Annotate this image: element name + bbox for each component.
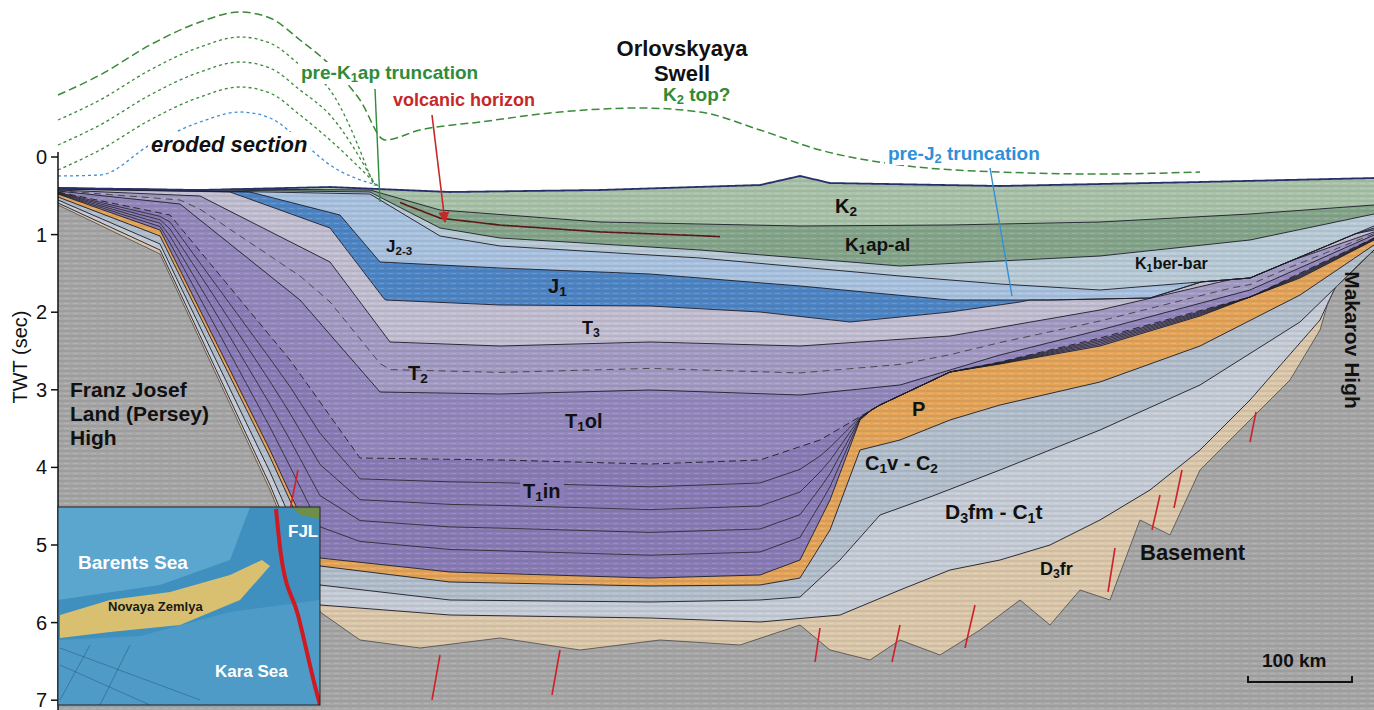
unit-label: P [912, 398, 925, 421]
inset-map [58, 507, 320, 705]
map-sea [58, 507, 320, 705]
horizon-line [58, 191, 1374, 395]
axis-number: 6 [36, 611, 47, 634]
horizon-line [58, 192, 1374, 464]
eroded-horizon [58, 87, 378, 186]
fault-line [892, 625, 900, 662]
feature-name: Orlovskyaya Swell [592, 36, 772, 87]
annotation: pre-J2 truncation [885, 143, 1043, 165]
fault-line [432, 655, 440, 700]
annotation: eroded section [148, 132, 310, 157]
scale-label: 100 km [1262, 650, 1326, 672]
feature-name: Franz Josef Land (Persey) High [70, 378, 215, 450]
fault-line [815, 628, 820, 662]
survey-line [100, 645, 130, 705]
axis-number: 4 [36, 456, 47, 479]
unit-label: J2-3 [386, 237, 412, 257]
eroded-horizon [58, 37, 374, 186]
horizon-line [58, 188, 1374, 290]
map-label: Kara Sea [215, 662, 288, 682]
axis-title: TWT (sec) [9, 311, 32, 404]
axis-tick [51, 467, 58, 469]
unit-label: T2 [408, 362, 428, 385]
reflector-line [58, 193, 1374, 532]
axis-number: 5 [36, 534, 47, 557]
seismic-texture [58, 176, 1374, 710]
horizon-line [58, 191, 1374, 373]
fault-line [1108, 548, 1115, 592]
axis-number: 1 [36, 223, 47, 246]
unit-label: C1v - C2 [865, 452, 938, 475]
axis-tick [51, 544, 58, 546]
axis-number: 0 [36, 146, 47, 169]
annotation: K2 top? [660, 84, 733, 106]
fault-line [1174, 470, 1182, 508]
leader-line [990, 168, 1012, 296]
map-land [292, 507, 320, 519]
map-label: FJL [288, 522, 318, 542]
eroded-horizon [58, 12, 1200, 174]
basement-fill [58, 176, 1374, 710]
map-label: Barents Sea [78, 552, 188, 574]
unit-label: D3fr [1040, 559, 1073, 580]
survey-line [60, 645, 90, 700]
axis-tick [51, 389, 58, 391]
scale-bar [1248, 676, 1352, 682]
fault-line [1152, 495, 1160, 530]
reflector-line [58, 193, 1374, 510]
fault-line [965, 605, 975, 648]
horizon-line [58, 188, 1374, 266]
map-frame [58, 507, 320, 705]
leader-line [375, 89, 380, 202]
unit-label: K1ber-bar [1135, 255, 1208, 273]
map-label: Novaya Zemlya [108, 600, 203, 615]
axis-tick [51, 234, 58, 236]
unit-label: K2 [835, 195, 857, 218]
unit-label: K1ap-al [845, 234, 910, 256]
seabed-line [58, 176, 1374, 192]
unit-label: Basement [1140, 540, 1245, 565]
unit-label: J1 [548, 275, 567, 298]
fault-line [552, 650, 560, 695]
horizon-line [58, 189, 1374, 300]
axis-tick [51, 699, 58, 701]
volcanic-horizon [400, 203, 720, 237]
axis-number: 7 [36, 689, 47, 710]
feature-name: Makarov High [1340, 271, 1364, 409]
axis-tick [51, 156, 58, 158]
survey-line [60, 665, 150, 705]
eroded-horizon [58, 112, 380, 186]
axis-number: 2 [36, 301, 47, 324]
leader-arrow [432, 115, 445, 222]
fault-line [290, 470, 298, 510]
axis-tick [51, 311, 58, 313]
annotation: pre-K1ap truncation [298, 62, 481, 84]
fault-line [1250, 412, 1256, 442]
unit-label: T1ol [565, 410, 603, 433]
axis-tick [51, 622, 58, 624]
unit-label: T3 [582, 318, 600, 339]
axis-number: 3 [36, 378, 47, 401]
unit-label: T1in [520, 480, 564, 503]
unit-label: D3fm - C1t [945, 500, 1043, 524]
annotation: volcanic horizon [390, 90, 538, 111]
